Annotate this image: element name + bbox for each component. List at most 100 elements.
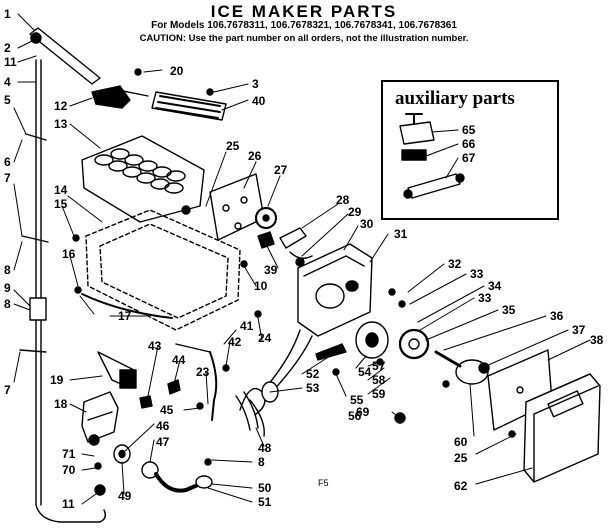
- callout-label: 3: [252, 77, 259, 91]
- callout-label: 41: [240, 319, 254, 333]
- left-shaft-part: [19, 27, 107, 523]
- callout-label: 58: [372, 373, 386, 387]
- callout-label: 49: [118, 489, 132, 503]
- callout-label: 13: [54, 117, 68, 131]
- callout-label: 46: [156, 419, 170, 433]
- callout-label: 65: [462, 123, 476, 137]
- fastener-parts: [72, 68, 516, 496]
- motor-housing-part: [297, 243, 373, 337]
- callout-label: 9: [4, 281, 11, 295]
- callout-label: 56: [348, 409, 362, 423]
- callout-label: 52: [306, 367, 320, 381]
- callout-label: 11: [4, 55, 17, 69]
- callout-label: 12: [54, 99, 68, 113]
- callout-label: 57: [372, 359, 386, 373]
- callout-label: 7: [4, 171, 11, 185]
- shutoff-lever-part: [315, 343, 347, 361]
- auxiliary-tube-part: [403, 173, 465, 199]
- thermostat-part: [97, 351, 137, 389]
- callout-label: 33: [478, 291, 492, 305]
- callout-label: 25: [454, 451, 468, 465]
- callout-label: 25: [226, 139, 240, 153]
- callout-label: 24: [258, 331, 272, 345]
- callout-label: 16: [62, 247, 76, 261]
- callout-label: 66: [462, 137, 476, 151]
- callout-label: 51: [258, 495, 272, 509]
- callout-label: 35: [502, 303, 516, 317]
- diagram-title: ICE MAKER PARTS: [210, 2, 398, 21]
- callout-label: 47: [156, 435, 170, 449]
- callout-label: 11: [62, 497, 75, 511]
- callout-label: 8: [4, 263, 11, 277]
- callout-label: 2: [4, 41, 11, 55]
- timing-gear-part: [254, 206, 278, 230]
- callout-label: 15: [54, 197, 68, 211]
- heater-strip-part: [151, 91, 227, 121]
- drive-motor-part: [355, 321, 389, 359]
- callout-label: 19: [50, 373, 64, 387]
- callout-label: 53: [306, 381, 320, 395]
- inlet-valve-part: [81, 391, 119, 446]
- callout-label: 48: [258, 441, 272, 455]
- callout-label: 28: [336, 193, 350, 207]
- mounting-plate-part: [209, 173, 265, 241]
- auxiliary-parts-title: auxiliary parts: [395, 88, 515, 109]
- callout-label: 18: [54, 397, 68, 411]
- callout-label: 34: [488, 279, 502, 293]
- footer-mark: F5: [318, 478, 329, 488]
- callout-label: 32: [448, 257, 462, 271]
- callout-label: 7: [4, 383, 11, 397]
- callout-label: 5: [4, 93, 11, 107]
- ice-mold-tray-part: [81, 135, 205, 223]
- callout-label: 38: [590, 333, 604, 347]
- callout-label: 67: [462, 151, 476, 165]
- callout-label: 8: [4, 297, 11, 311]
- drive-gear-part: [398, 328, 430, 360]
- callout-label: 39: [264, 263, 278, 277]
- callout-label: 17: [118, 309, 132, 323]
- callout-label: 40: [252, 94, 266, 108]
- shutoff-arm-part: [279, 227, 313, 267]
- callout-label: 44: [172, 353, 186, 367]
- callout-label: 1: [4, 7, 11, 21]
- callout-label: 59: [372, 387, 386, 401]
- callout-numbers: 1 2 11 4 5 6 7 8 9 8 7 20 3 40 12 13 25 …: [4, 7, 604, 511]
- callout-label: 29: [348, 205, 362, 219]
- callout-label: 31: [394, 227, 408, 241]
- callout-label: 60: [454, 435, 468, 449]
- callout-label: 43: [148, 339, 162, 353]
- fill-cup-part: [91, 85, 149, 109]
- callout-label: 70: [62, 463, 76, 477]
- auxiliary-fitting-part: [401, 149, 427, 161]
- caution-line: CAUTION: Use the part number on all orde…: [139, 33, 469, 44]
- callout-label: 4: [4, 75, 11, 89]
- callout-label: 50: [258, 481, 272, 495]
- callout-label: 55: [350, 393, 364, 407]
- callout-label: 62: [454, 479, 468, 493]
- housing-part: [85, 209, 241, 331]
- callout-label: 45: [160, 403, 174, 417]
- callout-label: 42: [228, 335, 242, 349]
- callout-label: 71: [62, 447, 76, 461]
- callout-label: 23: [196, 365, 210, 379]
- callout-label: 10: [254, 279, 268, 293]
- callout-label: 27: [274, 163, 288, 177]
- callout-label: 30: [360, 217, 374, 231]
- callout-label: 8: [258, 455, 265, 469]
- models-line: For Models 106.7678311, 106.7678321, 106…: [151, 20, 457, 31]
- auxiliary-parts-box: auxiliary parts: [381, 80, 559, 220]
- callout-label: 20: [170, 64, 184, 78]
- callout-label: 37: [572, 323, 586, 337]
- auxiliary-valve-part: [399, 113, 435, 145]
- callout-label: 54: [358, 365, 372, 379]
- callout-label: 69: [356, 405, 370, 419]
- callout-label: 36: [550, 309, 564, 323]
- cam-part: [257, 231, 275, 249]
- fill-tube-part: [81, 293, 218, 421]
- callout-leaders: [13, 13, 591, 505]
- callout-label: 14: [54, 183, 68, 197]
- callout-label: 33: [470, 267, 484, 281]
- callout-label: 26: [248, 149, 262, 163]
